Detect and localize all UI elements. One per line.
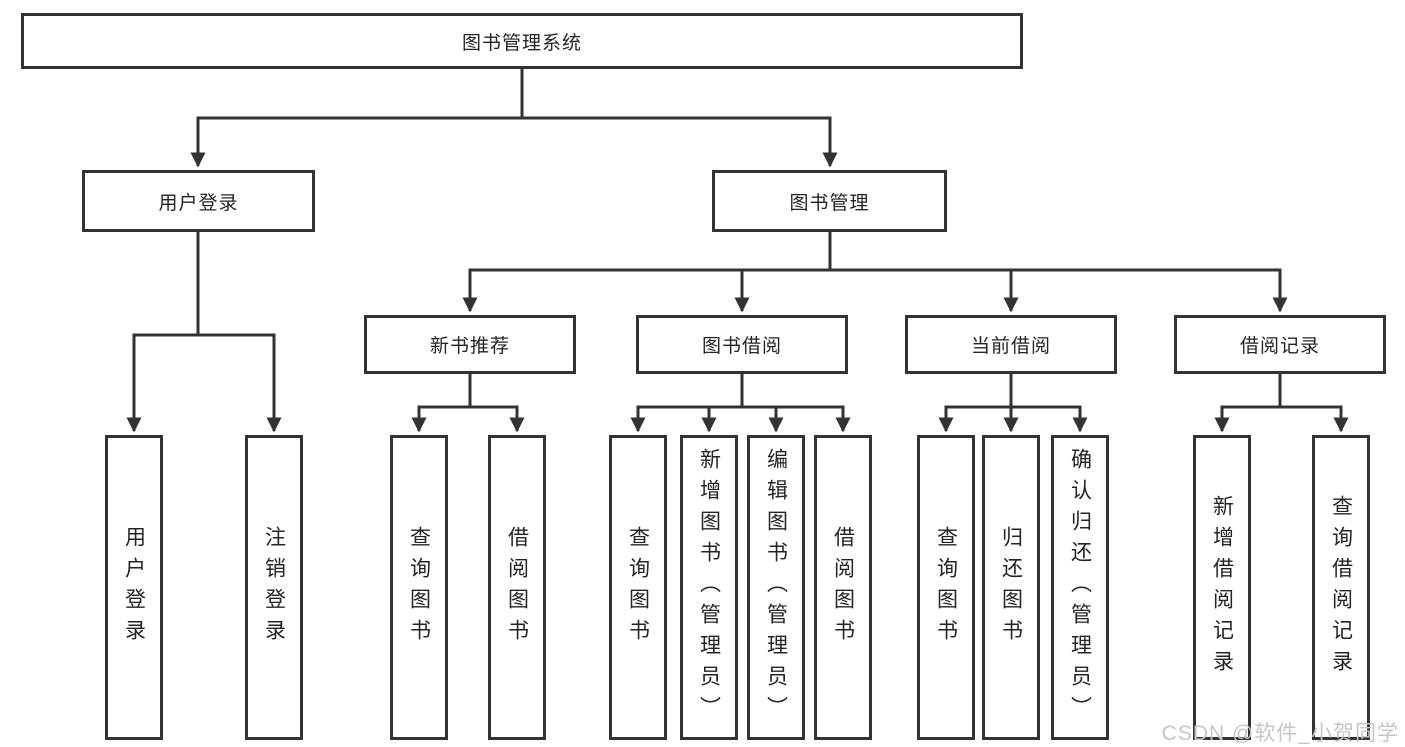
node-label: 归还图书 bbox=[999, 525, 1023, 650]
node-label: 查询图书 bbox=[626, 525, 650, 650]
leaf-return-books: 归还图书 bbox=[982, 435, 1040, 740]
leaf-edit-books-admin: 编辑图书（管理员） bbox=[747, 435, 805, 740]
leaf-query-books-3: 查询图书 bbox=[917, 435, 975, 740]
leaf-add-books-admin: 新增图书（管理员） bbox=[680, 435, 738, 740]
node-current-borrowing: 当前借阅 bbox=[905, 315, 1117, 374]
leaf-query-books-1: 查询图书 bbox=[390, 435, 448, 740]
node-book-borrowing: 图书借阅 bbox=[636, 315, 848, 374]
node-book-management-system: 图书管理系统 bbox=[21, 13, 1023, 69]
node-borrowing-records: 借阅记录 bbox=[1174, 315, 1386, 374]
node-new-book-recommend: 新书推荐 bbox=[364, 315, 576, 374]
node-label: 确认归还（管理员） bbox=[1068, 448, 1092, 727]
node-label: 借阅记录 bbox=[1239, 336, 1320, 357]
node-label: 图书管理系统 bbox=[461, 32, 582, 54]
node-label: 当前借阅 bbox=[970, 336, 1051, 357]
leaf-query-books-2: 查询图书 bbox=[609, 435, 667, 740]
leaf-logout: 注销登录 bbox=[245, 435, 303, 740]
node-label: 新增图书（管理员） bbox=[697, 448, 721, 727]
node-label: 图书管理 bbox=[789, 192, 870, 214]
csdn-watermark: CSDN @软件_小贺同学 bbox=[1161, 722, 1399, 745]
node-label: 用户登录 bbox=[122, 525, 146, 650]
leaf-query-borrow-record: 查询借阅记录 bbox=[1312, 435, 1370, 740]
node-book-management-branch: 图书管理 bbox=[712, 170, 947, 232]
node-user-login-branch: 用户登录 bbox=[82, 170, 315, 232]
node-label: 用户登录 bbox=[158, 192, 239, 214]
leaf-user-login: 用户登录 bbox=[105, 435, 163, 740]
leaf-add-borrow-record: 新增借阅记录 bbox=[1193, 435, 1251, 740]
node-label: 借阅图书 bbox=[831, 525, 855, 650]
leaf-borrow-books-2: 借阅图书 bbox=[814, 435, 872, 740]
node-label: 查询图书 bbox=[934, 525, 958, 650]
node-label: 新增借阅记录 bbox=[1210, 494, 1234, 681]
node-label: 编辑图书（管理员） bbox=[764, 448, 788, 727]
node-label: 新书推荐 bbox=[429, 336, 510, 357]
node-label: 注销登录 bbox=[262, 525, 286, 650]
node-label: 查询借阅记录 bbox=[1329, 494, 1353, 681]
leaf-confirm-return-admin: 确认归还（管理员） bbox=[1051, 435, 1109, 740]
leaf-borrow-books-1: 借阅图书 bbox=[488, 435, 546, 740]
node-label: 借阅图书 bbox=[505, 525, 529, 650]
node-label: 查询图书 bbox=[407, 525, 431, 650]
node-label: 图书借阅 bbox=[701, 336, 782, 357]
